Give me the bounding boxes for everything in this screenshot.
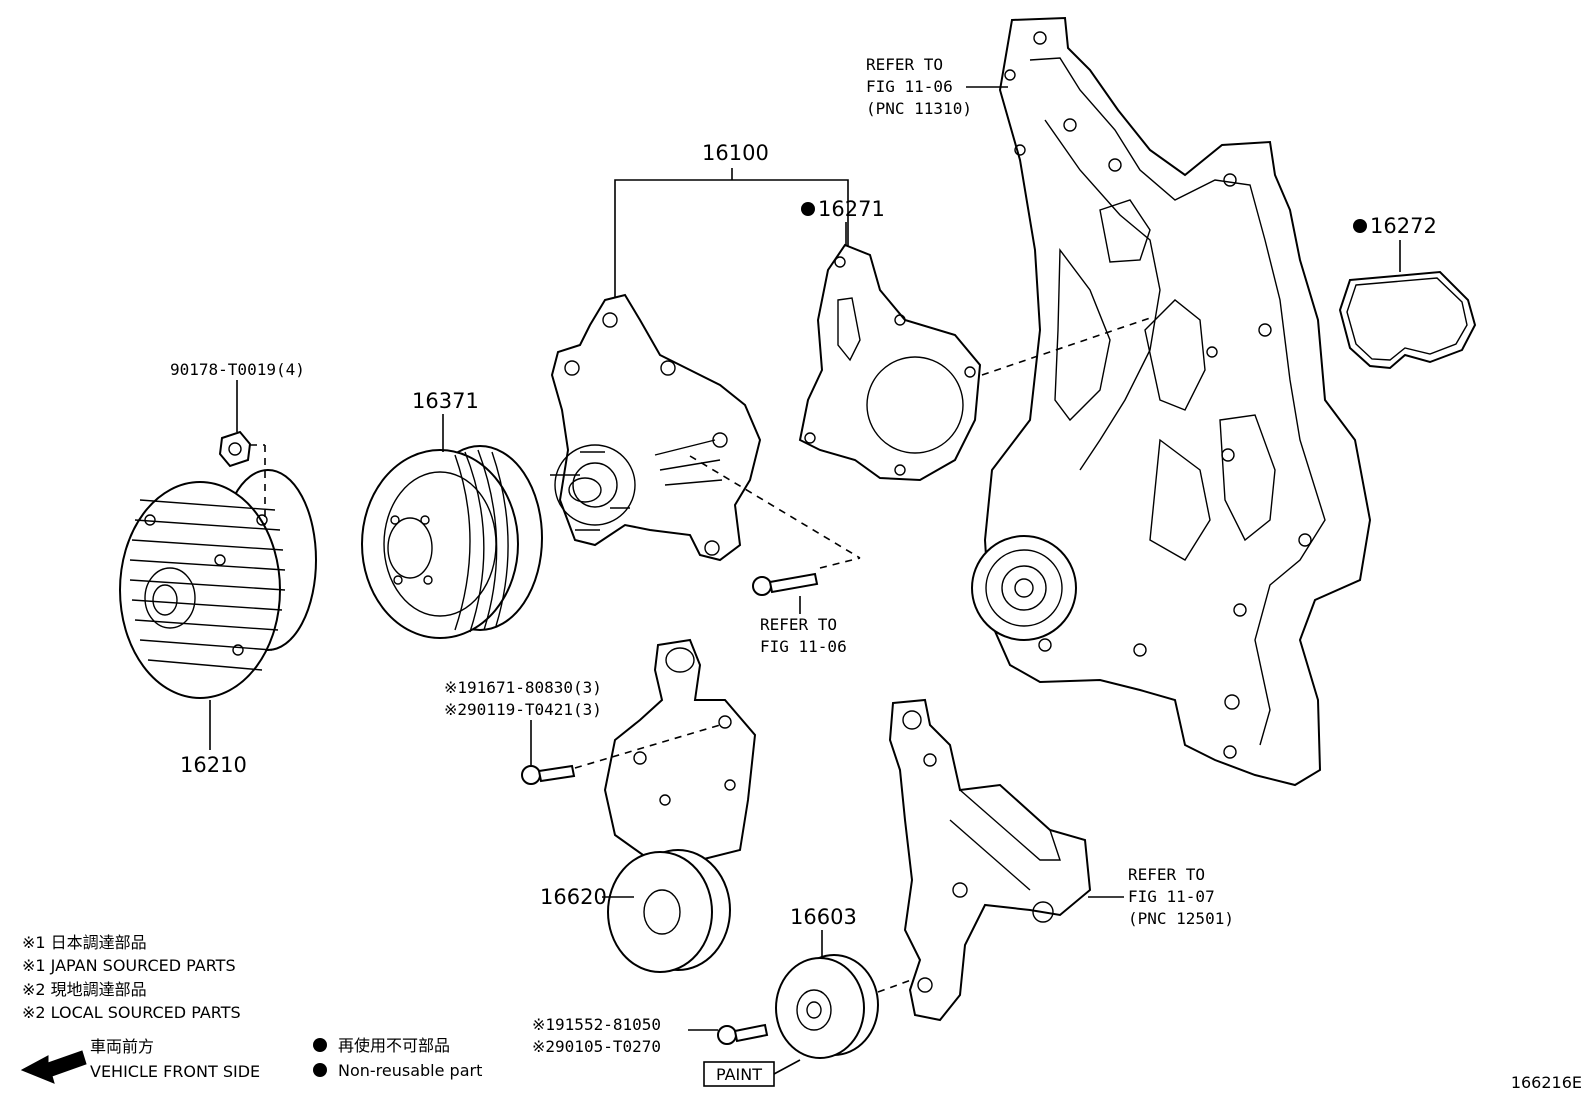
ref-cover-line1: REFER TO xyxy=(866,55,943,74)
ref-bracket-line1: REFER TO xyxy=(1128,865,1205,884)
part-16271-gasket xyxy=(798,243,982,482)
alignment-line-pump-2 xyxy=(819,557,861,569)
label-16271: 16271 xyxy=(818,197,885,221)
label-90119-T0421: ※290119-T0421(3) xyxy=(444,700,602,719)
label-90105-T0270: ※290105-T0270 xyxy=(532,1037,661,1056)
label-16371: 16371 xyxy=(412,389,479,413)
part-16100-water-pump xyxy=(550,293,762,562)
part-16620-tensioner xyxy=(603,638,757,973)
tensioner-bolt xyxy=(521,764,576,785)
part-16272-gasket xyxy=(1338,270,1477,370)
part-16603-idler-pulley xyxy=(775,954,879,1059)
paint-leader xyxy=(773,1059,801,1075)
label-16620: 16620 xyxy=(540,885,607,909)
alignment-line-gasket-cover xyxy=(981,317,1151,376)
diagram-id: 166216E xyxy=(1511,1073,1582,1092)
ref-cover-line2: FIG 11-06 xyxy=(866,77,953,96)
ref-pump-bolt-line2: FIG 11-06 xyxy=(760,637,847,656)
nonreusable-dot-16272 xyxy=(1353,219,1367,233)
legend-nonreuse-jp: 再使用不可部品 xyxy=(338,1036,450,1055)
legend-front-en: VEHICLE FRONT SIDE xyxy=(90,1062,260,1081)
label-16210: 16210 xyxy=(180,753,247,777)
legend-note1-jp: ※1 日本調達部品 xyxy=(22,933,147,952)
paint-box xyxy=(703,1061,775,1087)
vehicle-front-arrow-icon xyxy=(20,1050,87,1084)
legend-note1-en: ※1 JAPAN SOURCED PARTS xyxy=(22,956,236,975)
bracket-16100 xyxy=(614,179,849,298)
legend-front-jp: 車両前方 xyxy=(90,1037,154,1056)
idler-bolt xyxy=(717,1023,769,1045)
label-16272: 16272 xyxy=(1370,214,1437,238)
legend-note2-jp: ※2 現地調達部品 xyxy=(22,980,147,999)
ref-cover-line3: (PNC 11310) xyxy=(866,99,972,118)
ref-bracket-line3: (PNC 12501) xyxy=(1128,909,1234,928)
pump-bolt xyxy=(752,572,819,596)
legend-nonreuse-en: Non-reusable part xyxy=(338,1061,482,1080)
label-91552-81050: ※191552-81050 xyxy=(532,1015,661,1034)
label-16100: 16100 xyxy=(702,141,769,165)
part-90178-nut xyxy=(218,430,252,468)
timing-chain-cover-outline xyxy=(971,16,1372,787)
ref-pump-bolt-line1: REFER TO xyxy=(760,615,837,634)
label-90178-T0019: 90178-T0019(4) xyxy=(170,360,305,379)
label-91671-80830: ※191671-80830(3) xyxy=(444,678,602,697)
nonreusable-dot-16271 xyxy=(801,202,815,216)
legend-nonreusable-dot-1 xyxy=(313,1038,327,1052)
label-16603: 16603 xyxy=(790,905,857,929)
legend-nonreusable-dot-2 xyxy=(313,1063,327,1077)
paint-label: PAINT xyxy=(716,1065,762,1084)
ref-bracket-line2: FIG 11-07 xyxy=(1128,887,1215,906)
bracket-ref-12501 xyxy=(888,698,1092,1022)
part-16210-fan-clutch xyxy=(119,469,317,699)
part-16371-pulley xyxy=(361,445,543,639)
legend-note2-en: ※2 LOCAL SOURCED PARTS xyxy=(22,1003,241,1022)
